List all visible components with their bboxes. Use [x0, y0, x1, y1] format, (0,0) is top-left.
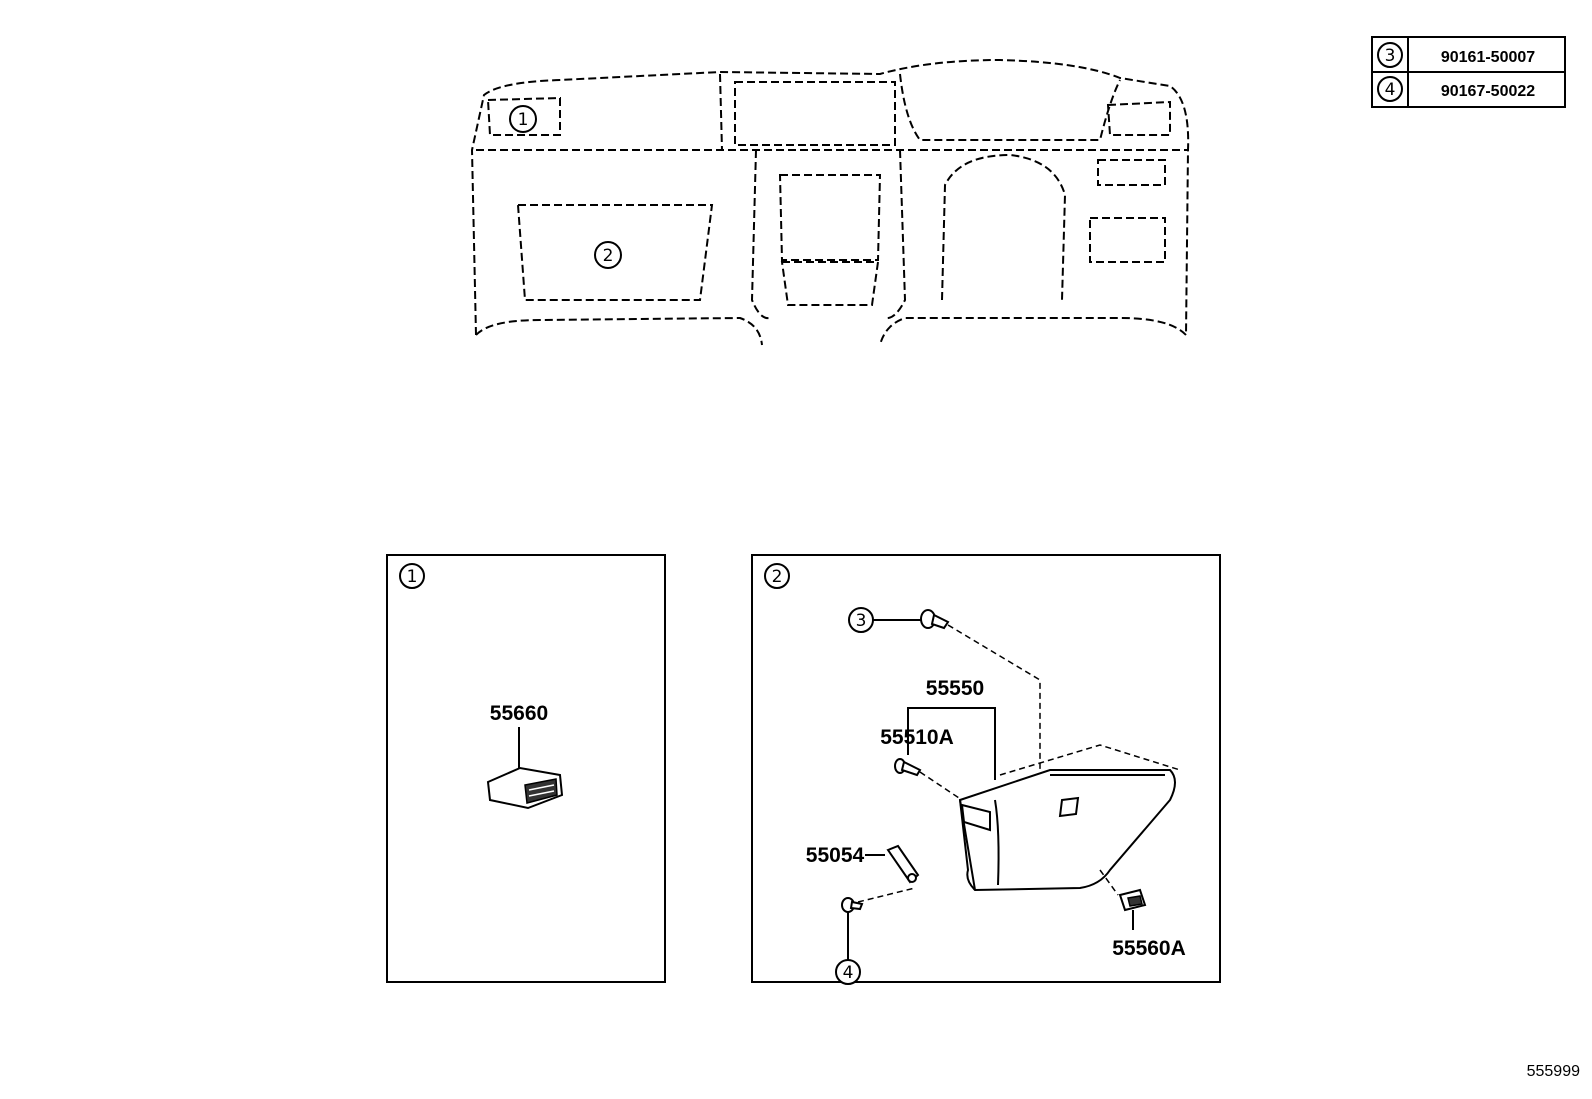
reference-part-number: 90161-50007	[1441, 49, 1535, 66]
damper-part	[886, 844, 920, 884]
diagram-id: 555999	[1526, 1063, 1580, 1080]
part-callout-55510A: 55510A	[880, 726, 954, 749]
fastener-marker-4: 4	[835, 959, 861, 985]
detail-marker: 1	[407, 567, 418, 587]
bolt-part	[841, 897, 864, 913]
detail-view-2: 2 3 55550 55510A	[751, 554, 1221, 985]
reference-marker: 4	[1385, 80, 1396, 100]
marker-label: 1	[518, 110, 529, 130]
detail-marker: 2	[772, 567, 783, 587]
reference-row-3: 3 90161-50007	[1377, 42, 1535, 68]
overview-marker-2: 2	[594, 241, 622, 269]
air-vent-part	[486, 766, 564, 810]
dashboard-overview: 1 2	[470, 58, 1190, 346]
reference-part-number: 90167-50022	[1441, 83, 1535, 100]
lock-part	[1118, 888, 1147, 912]
part-callout-55660: 55660	[490, 702, 548, 725]
marker-label: 4	[843, 963, 854, 983]
screw-part	[920, 609, 950, 630]
part-callout-55550: 55550	[926, 677, 984, 700]
marker-label: 2	[603, 246, 614, 266]
reference-table: 3 90161-50007 4 90167-50022	[1371, 36, 1566, 108]
part-callout-55054: 55054	[806, 844, 865, 867]
part-callout-55560A: 55560A	[1112, 937, 1186, 960]
reference-marker: 3	[1385, 46, 1396, 66]
hinge-pin-part	[894, 758, 922, 777]
overview-marker-1: 1	[509, 105, 537, 133]
detail-view-1: 1 55660	[386, 554, 666, 983]
marker-label: 3	[856, 611, 867, 631]
fastener-marker-3: 3	[848, 607, 874, 633]
glove-box-part	[958, 744, 1181, 892]
reference-row-4: 4 90167-50022	[1377, 76, 1535, 102]
